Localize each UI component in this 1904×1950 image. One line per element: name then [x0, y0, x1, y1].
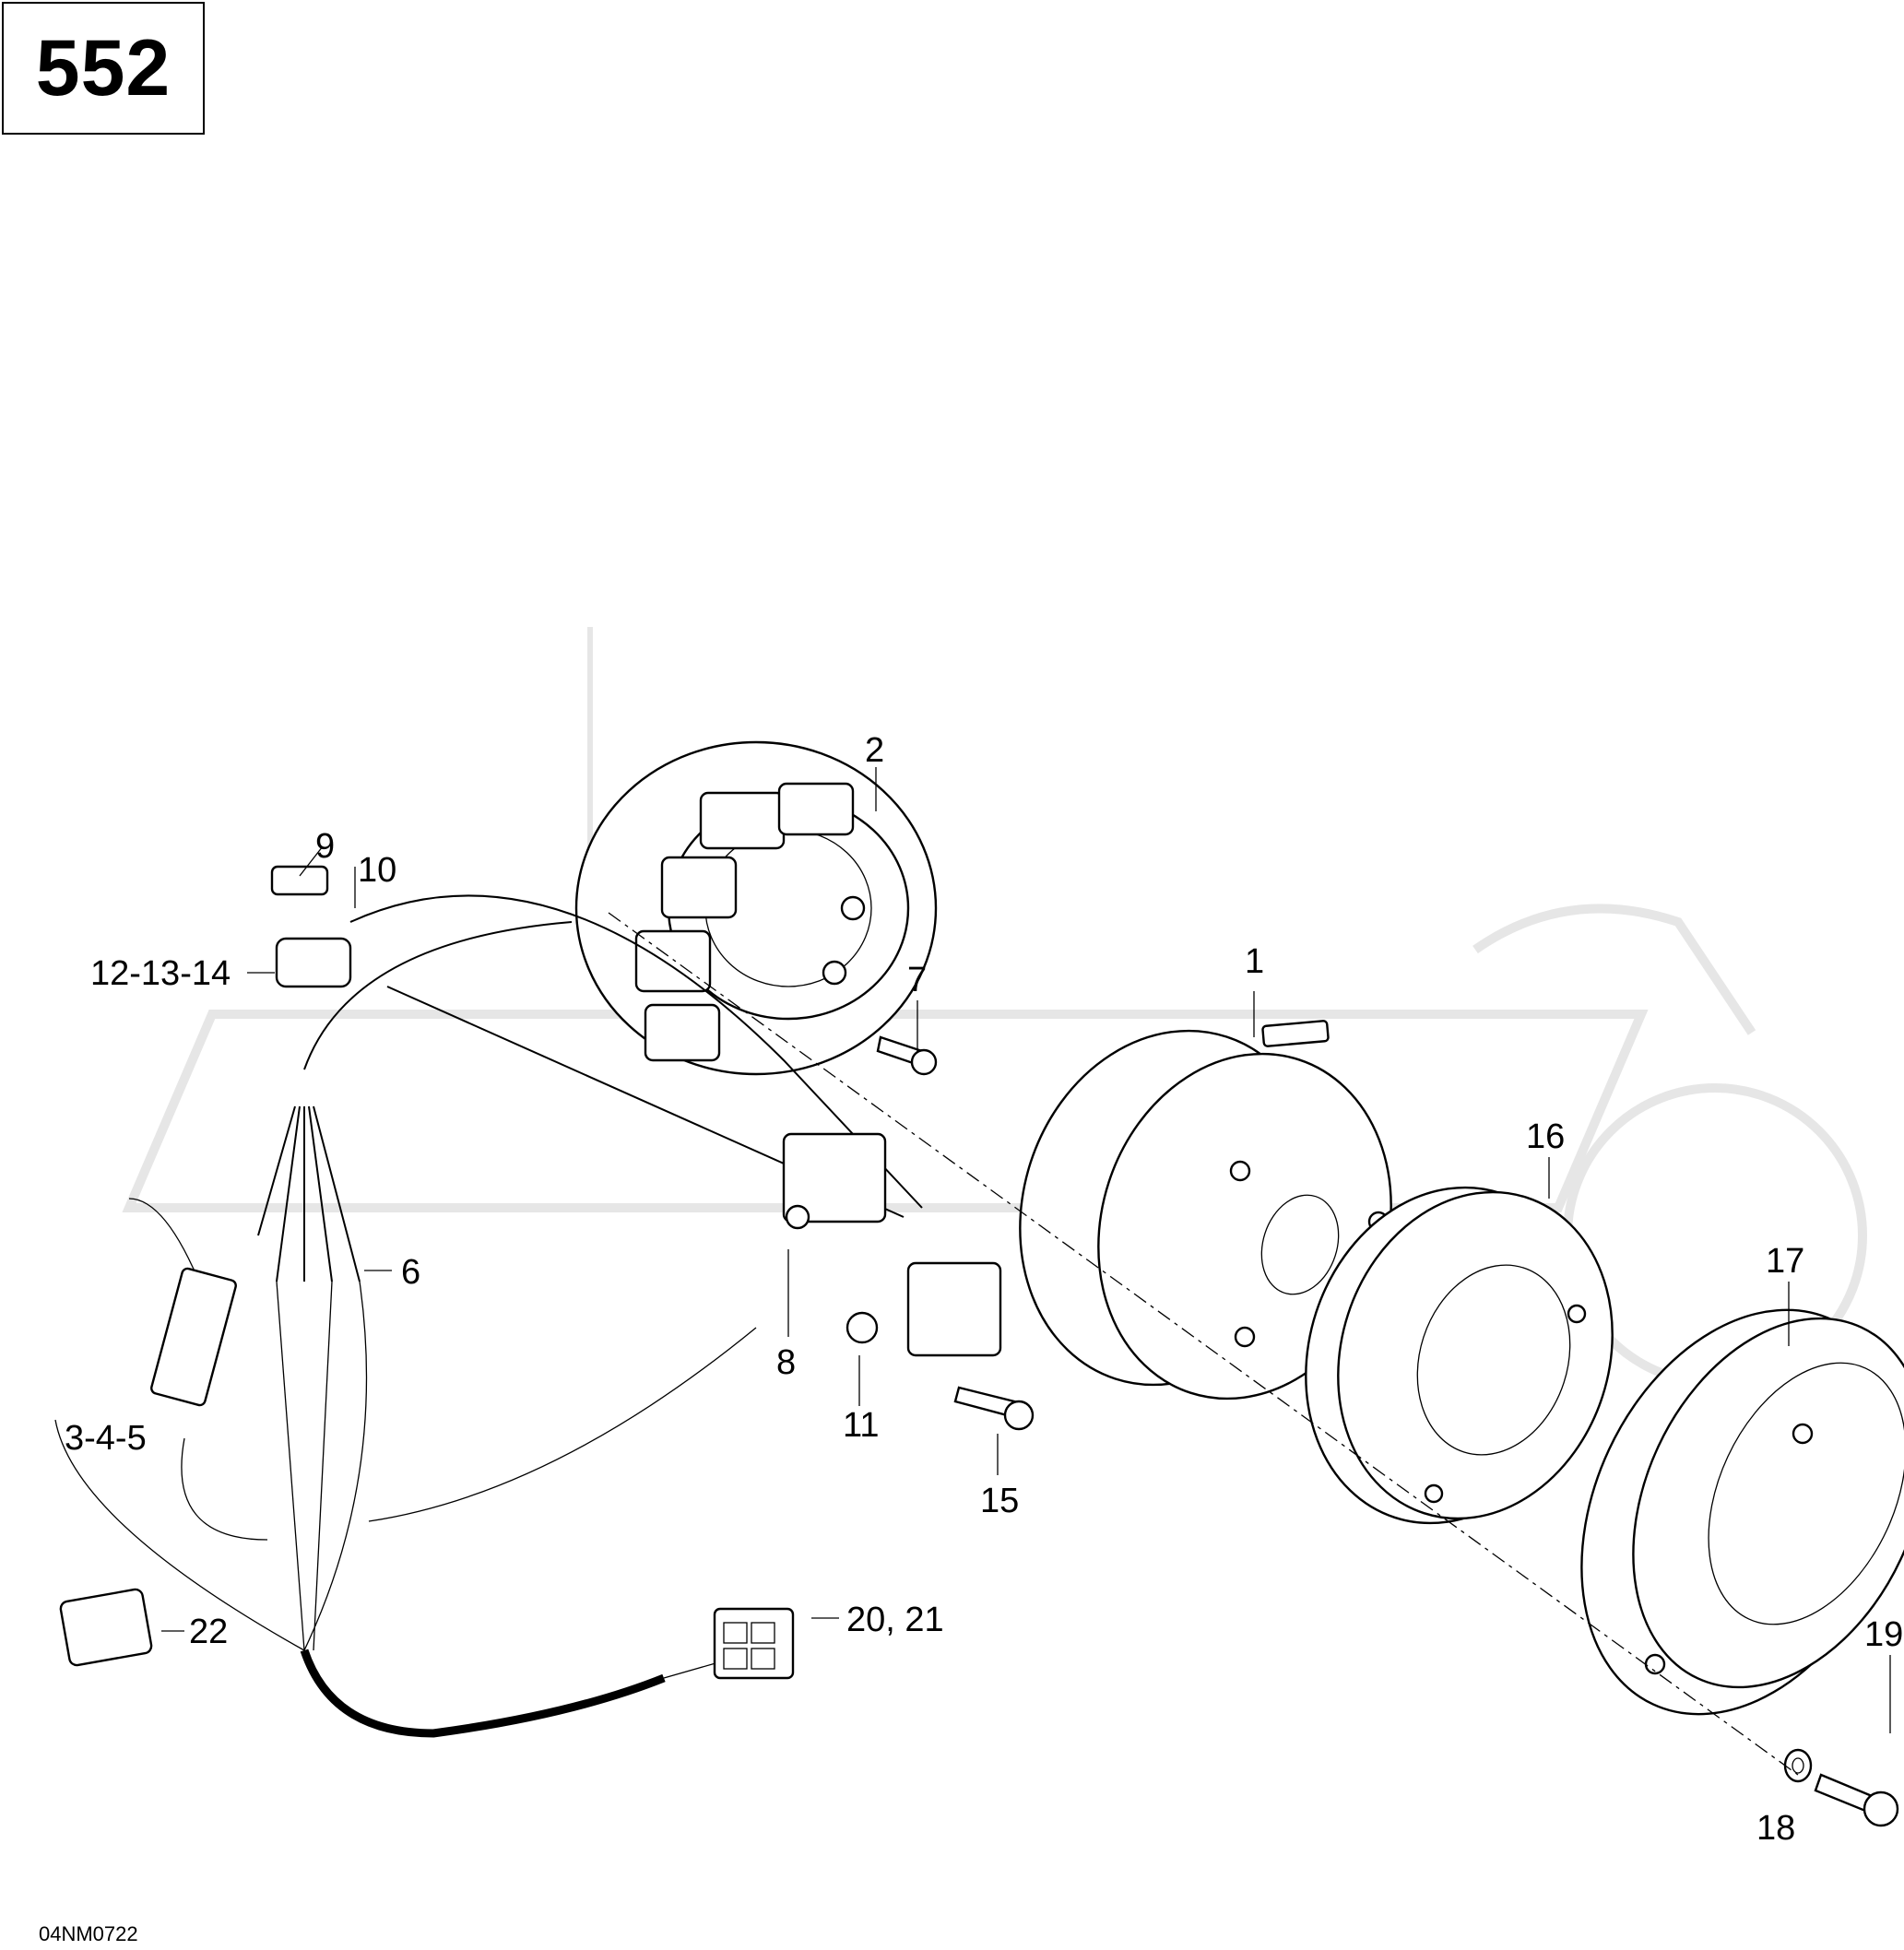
callout-15: 15: [980, 1482, 1019, 1520]
callout-11: 11: [843, 1406, 879, 1445]
callout-3-4-5: 3-4-5: [65, 1419, 147, 1458]
wiring-harness: [54, 894, 923, 1738]
callout-10: 10: [358, 851, 396, 890]
page-number: 552: [35, 23, 171, 112]
callout-22: 22: [189, 1613, 228, 1651]
callout-8: 8: [776, 1343, 796, 1382]
connector-parts: [59, 865, 1002, 1680]
page-number-box: 552: [2, 2, 205, 135]
assembly-axis-line: [608, 912, 1799, 1776]
callout-17: 17: [1766, 1242, 1804, 1281]
screws: [876, 1035, 1899, 1827]
callout-20-21: 20, 21: [846, 1601, 944, 1639]
callout-7: 7: [907, 961, 927, 999]
callout-leaders: [161, 767, 1891, 1733]
callout-12-13-14: 12-13-14: [90, 954, 231, 993]
callout-9: 9: [315, 827, 335, 866]
callout-16: 16: [1526, 1117, 1565, 1156]
stator-assembly: [574, 740, 938, 1076]
callout-18: 18: [1756, 1809, 1795, 1848]
callout-19: 19: [1864, 1615, 1903, 1654]
drawing-code: 04NM0722: [39, 1922, 138, 1945]
callout-6: 6: [401, 1253, 420, 1292]
trigger-ring: [1305, 1186, 1614, 1525]
flywheel-cover: [1580, 1308, 1904, 1716]
callout-2: 2: [865, 731, 884, 770]
callout-1: 1: [1245, 942, 1264, 981]
